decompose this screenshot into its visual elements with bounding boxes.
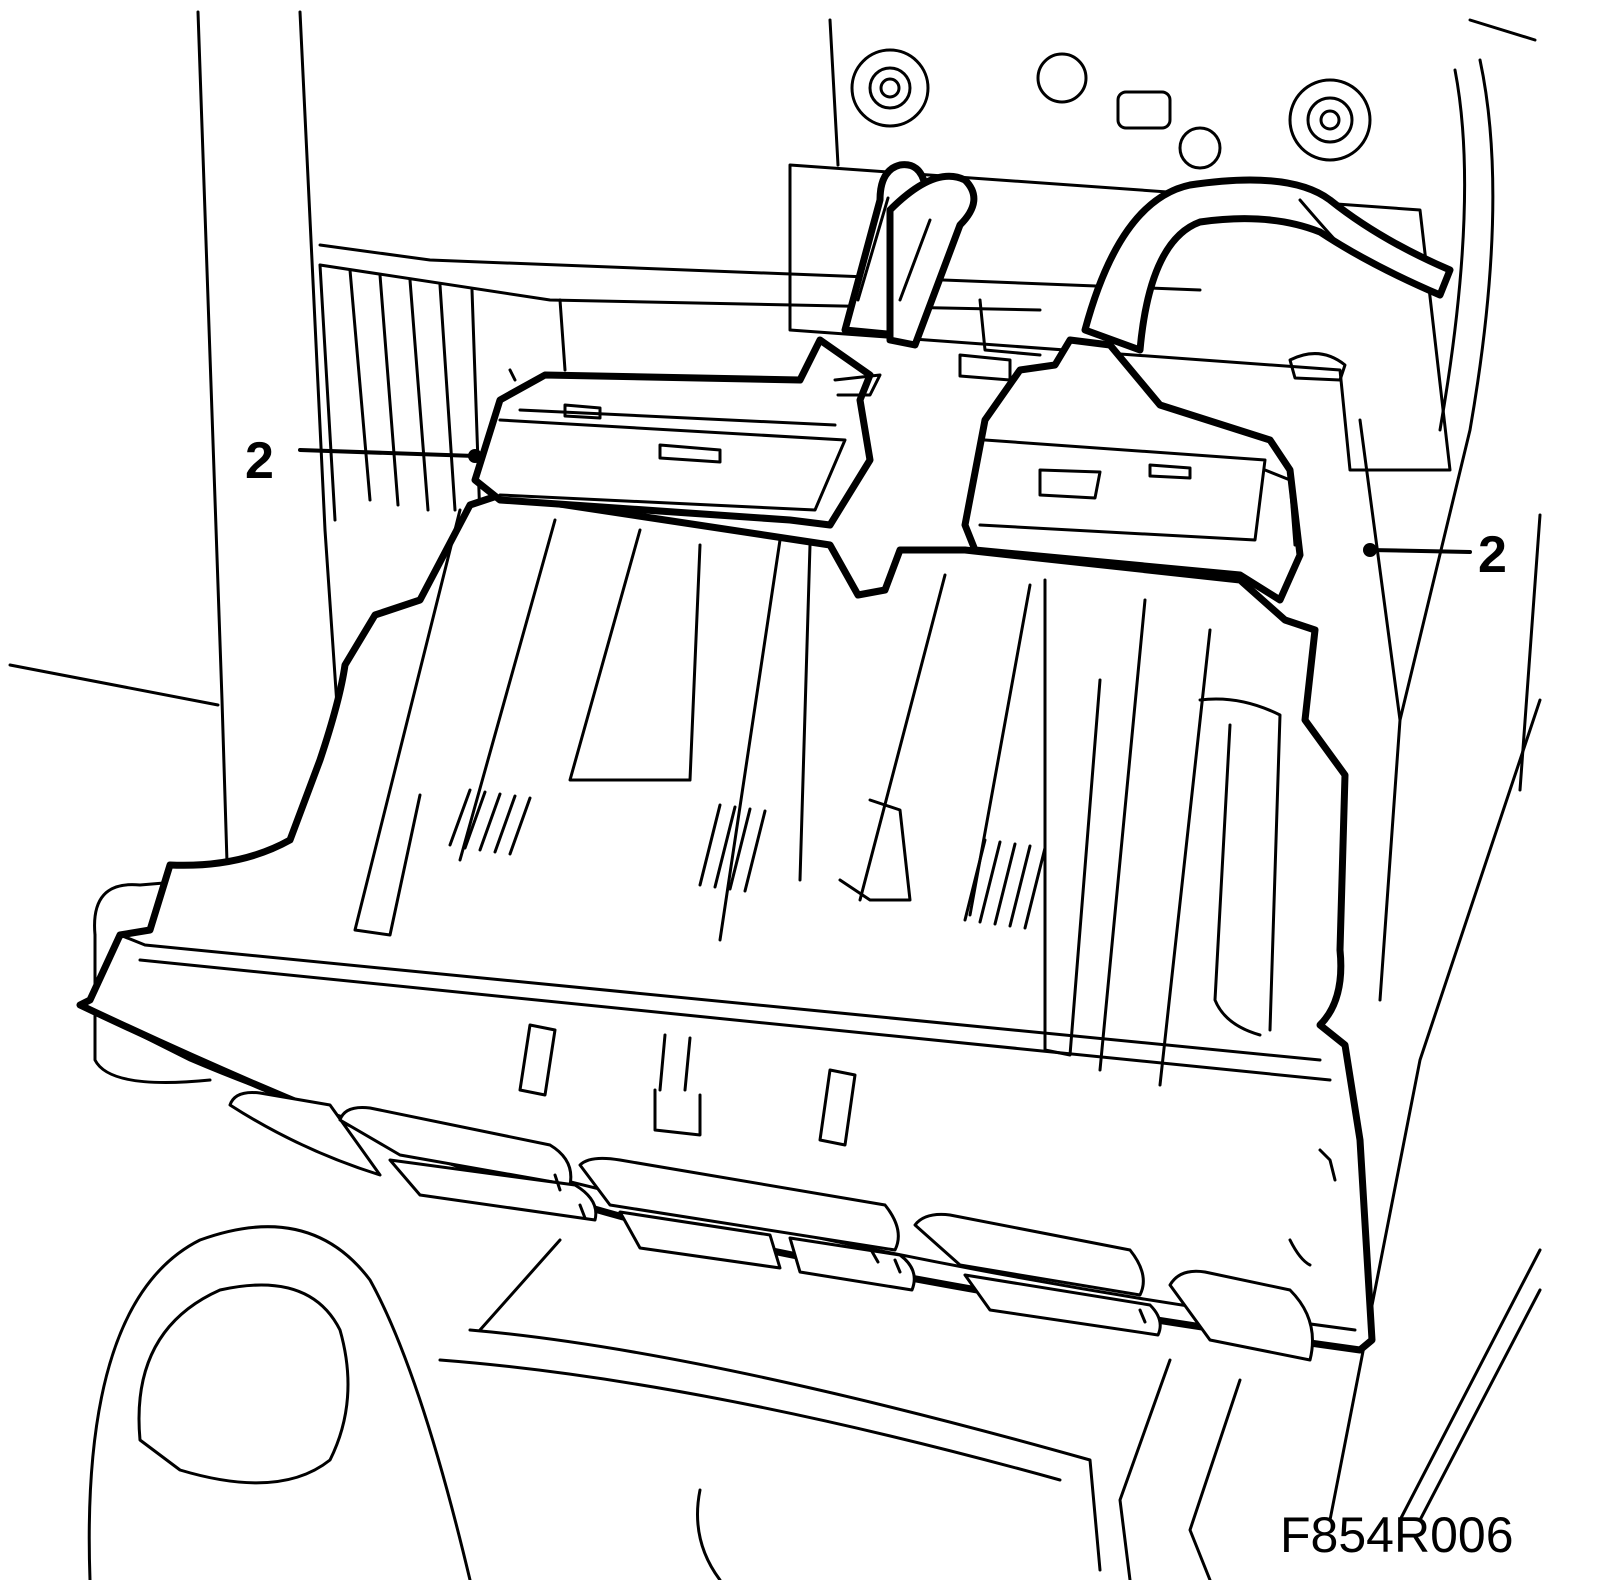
wiring-harness xyxy=(841,161,1454,354)
callout-leaders xyxy=(298,448,1472,557)
climate-control-panel xyxy=(76,336,1376,1362)
figure-id-label: F854R006 xyxy=(1280,1507,1514,1563)
callout-number-left: 2 xyxy=(245,432,274,490)
cabin-background xyxy=(8,10,1542,1580)
callout-number-right: 2 xyxy=(1478,526,1507,584)
gear-lever-area xyxy=(87,878,1102,1580)
